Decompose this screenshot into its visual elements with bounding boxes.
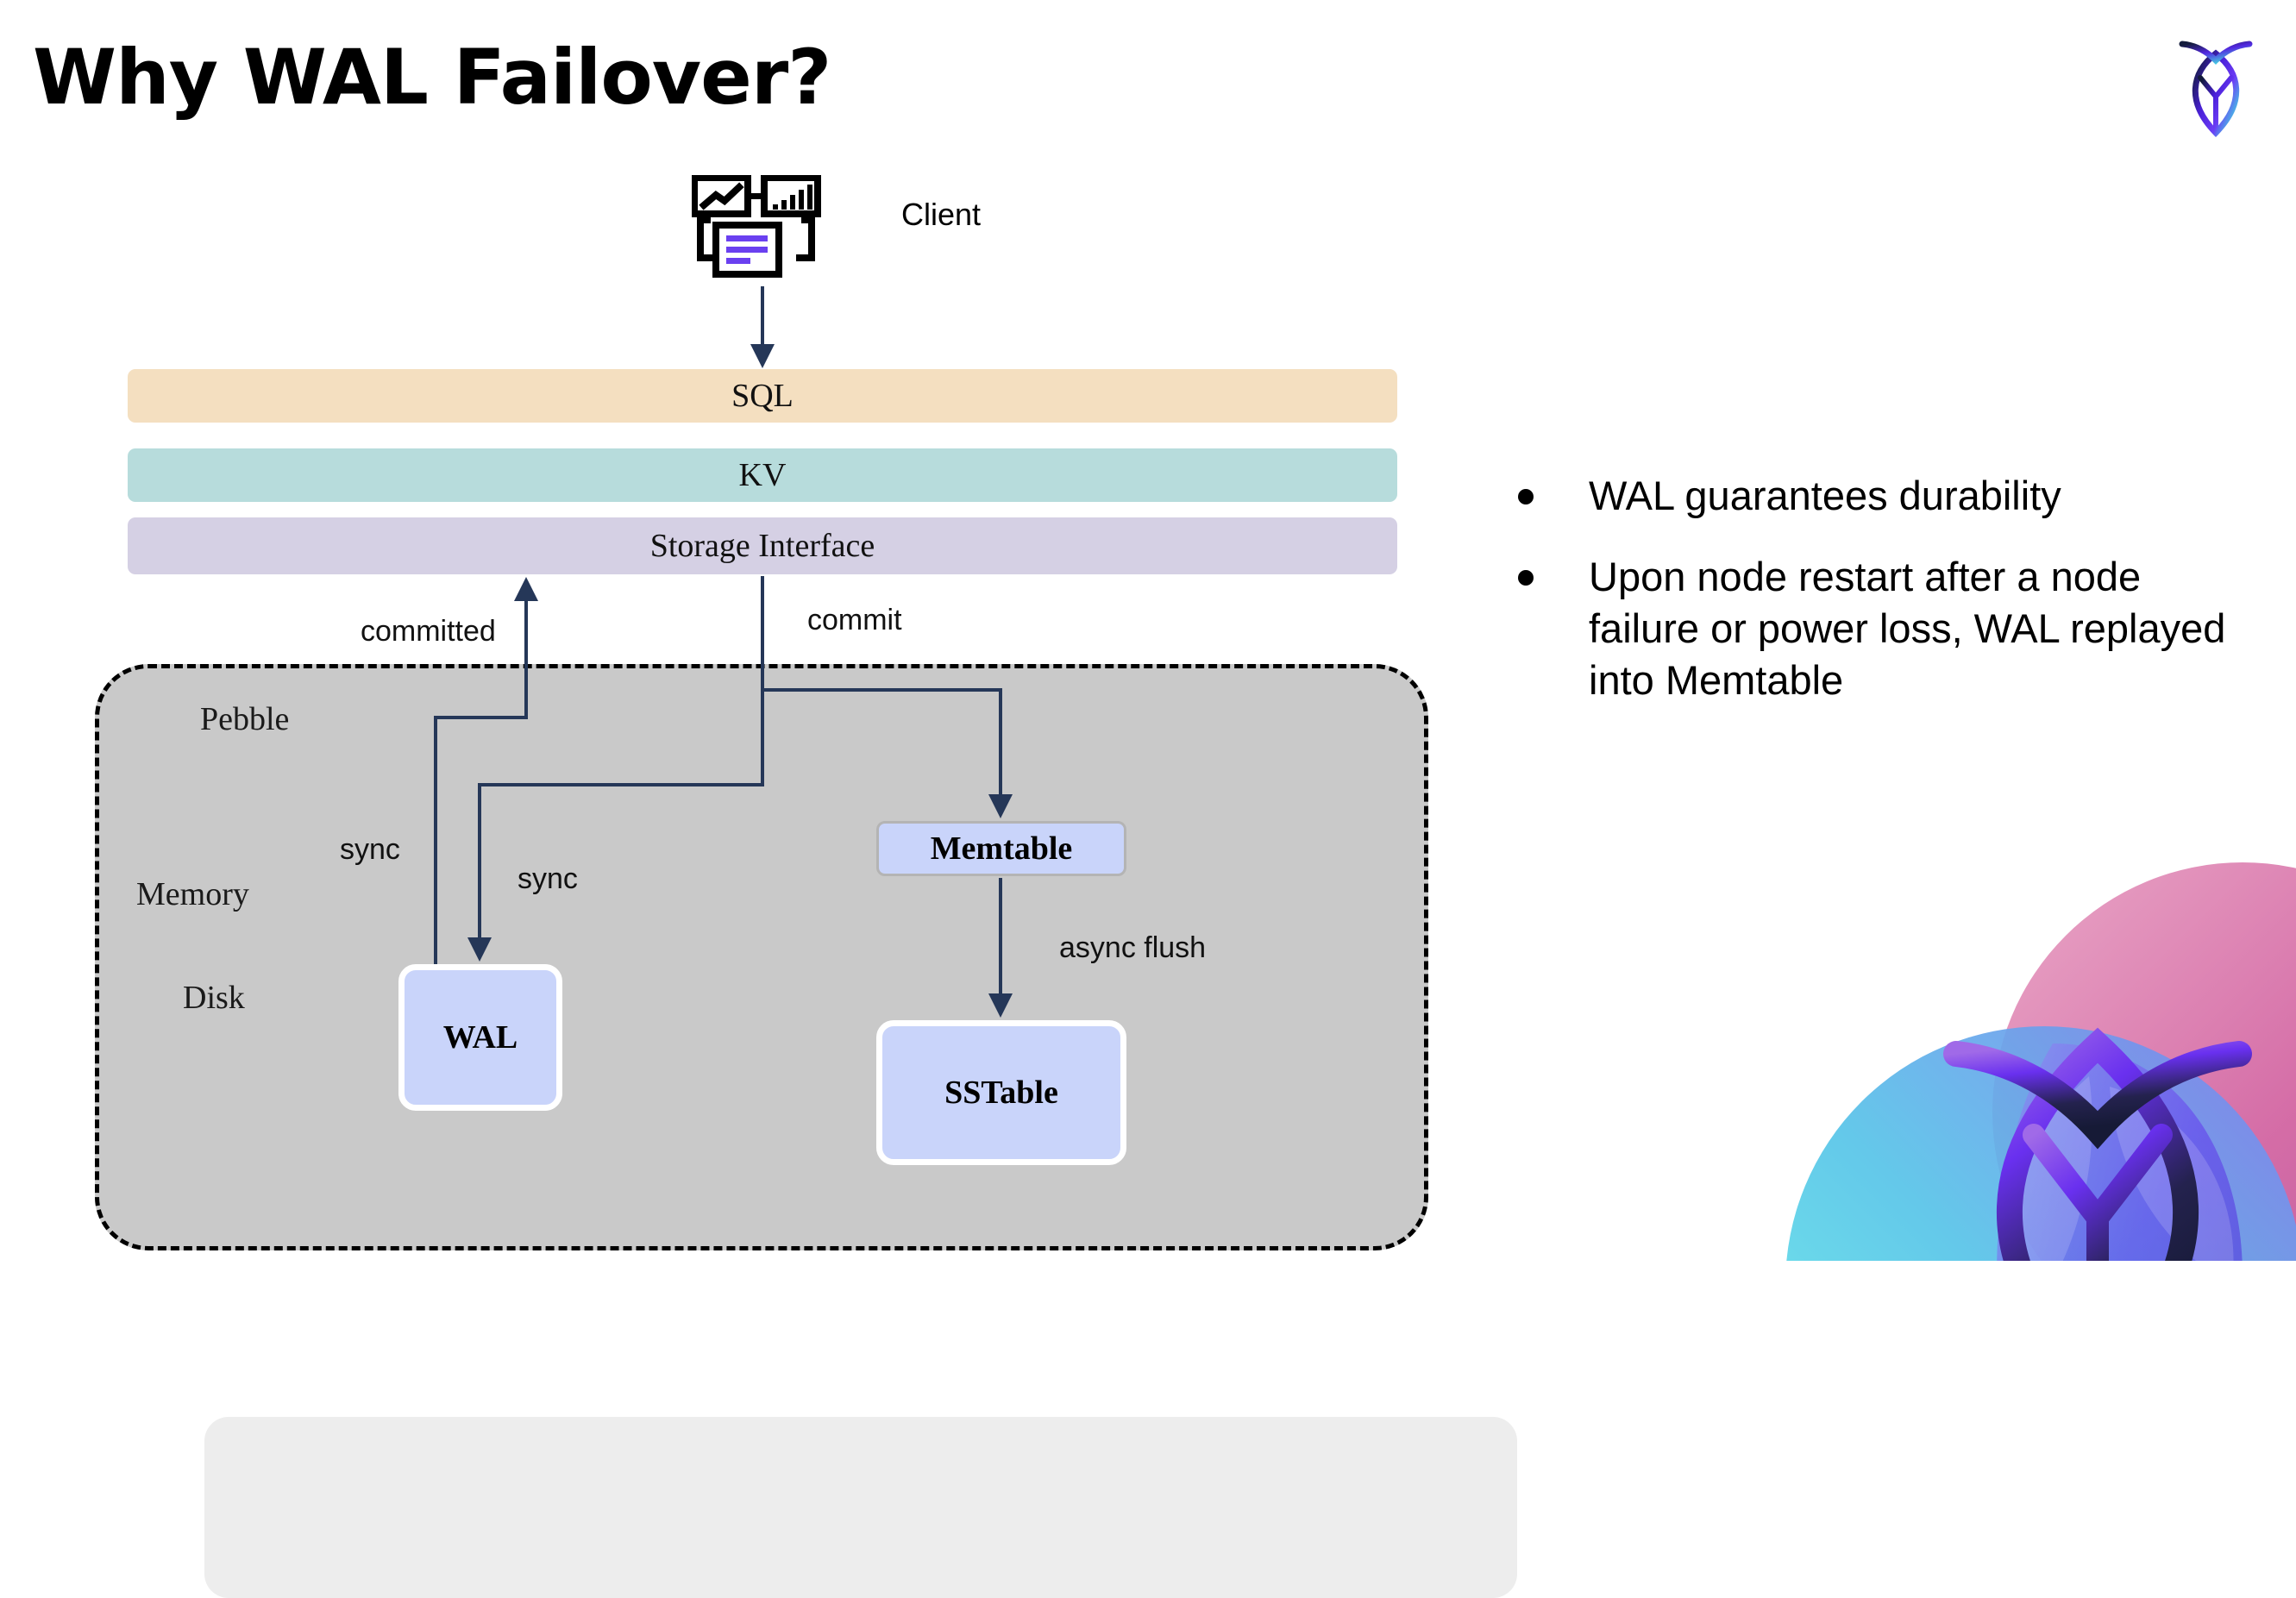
pebble-label: Pebble	[200, 701, 290, 737]
node-sstable-label: SSTable	[944, 1075, 1058, 1111]
cockroach-leaf-decoration-icon	[1760, 828, 2296, 1261]
memory-label: Memory	[136, 876, 249, 912]
node-wal: WAL	[398, 964, 562, 1111]
bullet-text: WAL guarantees durability	[1589, 473, 2061, 518]
list-item: WAL guarantees durability	[1518, 470, 2243, 522]
edge-label-commit: commit	[807, 604, 902, 636]
edge-label-sync-primary: sync	[340, 833, 400, 866]
client-dashboard-icon	[691, 174, 826, 291]
list-item: Upon node restart after a node failure o…	[1518, 551, 2243, 706]
layer-bar-storage-interface: Storage Interface	[128, 517, 1397, 574]
bullet-dot-icon	[1518, 489, 1534, 504]
client-label: Client	[901, 197, 982, 232]
memory-region	[204, 1417, 1517, 1598]
edge-label-committed: committed	[361, 615, 496, 648]
layer-bar-kv: KV	[128, 448, 1397, 502]
disk-label: Disk	[183, 980, 245, 1016]
bullet-text: Upon node restart after a node failure o…	[1589, 554, 2226, 704]
page-title: Why WAL Failover?	[33, 33, 831, 122]
pebble-container	[95, 664, 1517, 1598]
node-memtable: Memtable	[876, 821, 1126, 876]
node-sstable: SSTable	[876, 1020, 1126, 1165]
node-wal-label: WAL	[442, 1019, 518, 1056]
layer-bar-storage-interface-label: Storage Interface	[649, 528, 875, 564]
bullet-list: WAL guarantees durability Upon node rest…	[1518, 470, 2243, 736]
layer-bar-sql-label: SQL	[731, 378, 794, 414]
layer-bar-kv-label: KV	[738, 457, 787, 493]
cockroach-leaf-logo-icon	[2151, 22, 2280, 152]
edge-label-async-flush: async flush	[1059, 931, 1207, 964]
edge-label-sync-secondary: sync	[518, 862, 578, 895]
bullet-dot-icon	[1518, 570, 1534, 586]
layer-bar-sql: SQL	[128, 369, 1397, 423]
node-memtable-label: Memtable	[930, 830, 1073, 867]
